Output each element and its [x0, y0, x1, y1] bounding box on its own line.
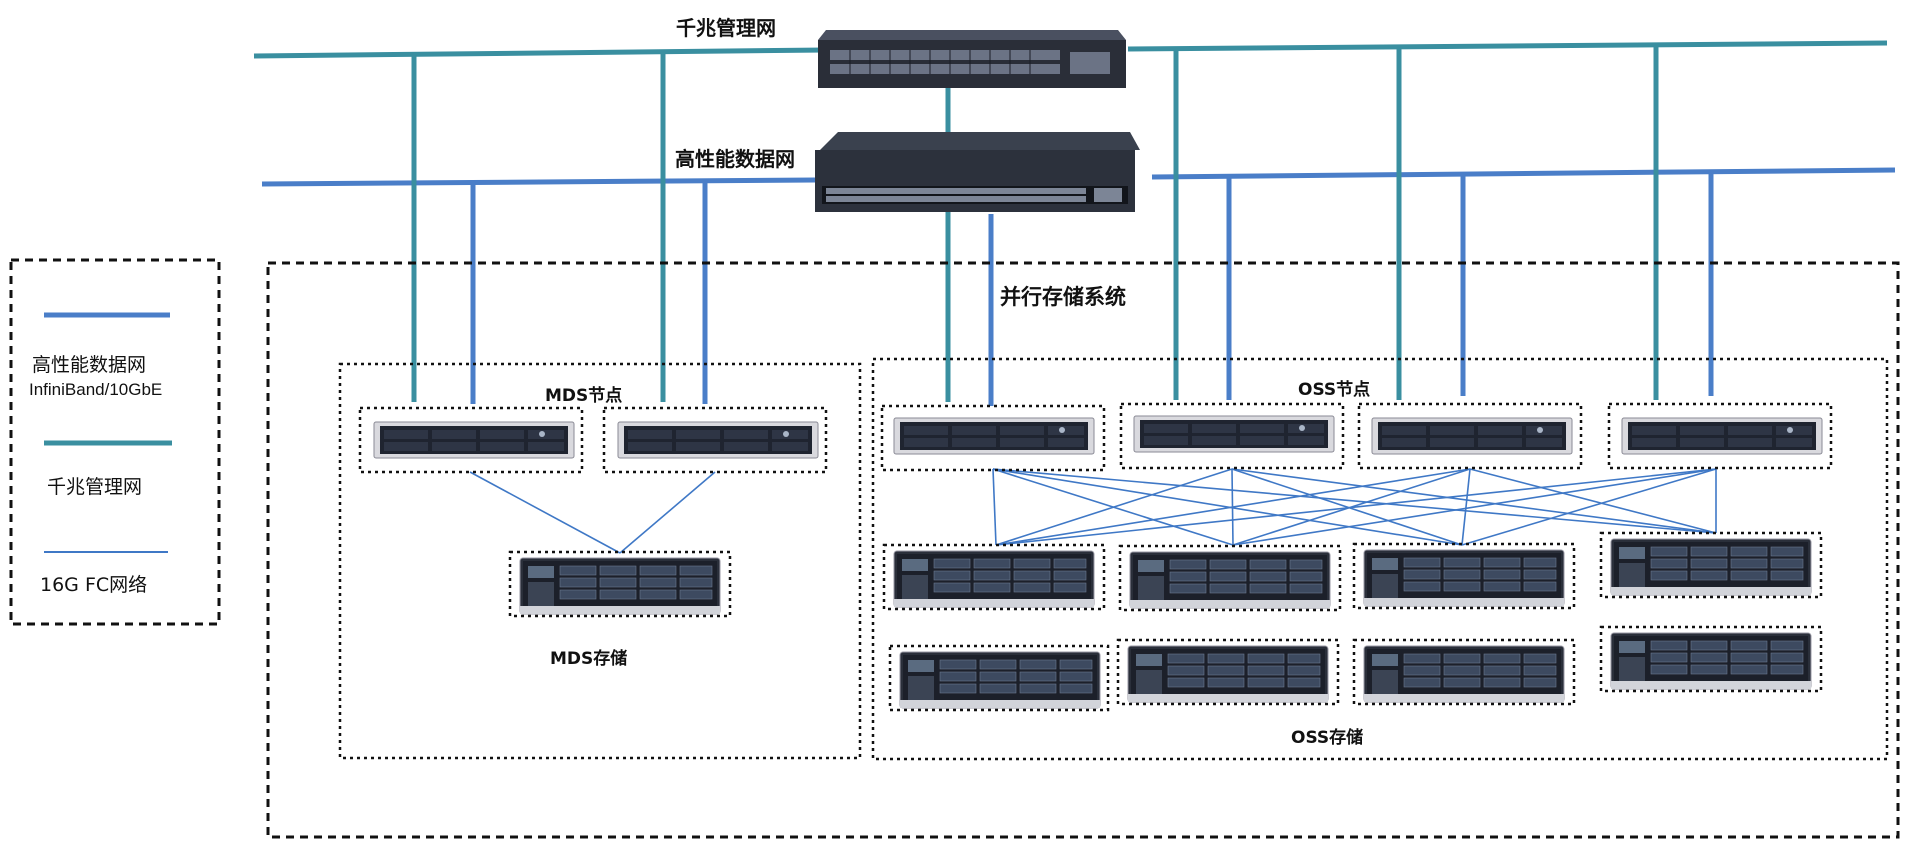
disk-array-icon — [1129, 551, 1331, 609]
server-icon — [1621, 417, 1823, 455]
legend-samples — [44, 312, 172, 553]
legend-frame — [9, 258, 221, 626]
legend-mgmt-net-label: 千兆管理网 — [47, 476, 143, 498]
legend-data-net-sublabel: InfiniBand/10GbE — [29, 380, 163, 399]
oss-storage-array — [1352, 542, 1576, 610]
oss-storage-label: OSS存储 — [1291, 728, 1364, 748]
oss-storage-array — [1118, 544, 1342, 612]
system-title: 并行存储系统 — [1000, 285, 1126, 309]
oss-nodes-label: OSS节点 — [1298, 380, 1371, 400]
mgmt-switch-icon — [818, 30, 1126, 88]
data-network-label: 高性能数据网 — [675, 147, 795, 171]
mds-group-frame — [338, 362, 862, 760]
mds-storage-label: MDS存储 — [550, 649, 628, 669]
mgmt-drop-lines — [411, 45, 1659, 402]
mds-storage-array — [508, 550, 732, 618]
legend-data-net-label: 高性能数据网 — [32, 354, 147, 376]
disk-array-icon — [1610, 632, 1812, 690]
oss-storage-array — [882, 543, 1106, 611]
server-icon — [617, 421, 819, 459]
server-icon — [1133, 415, 1335, 453]
legend-fc-net-label: 16G FC网络 — [40, 574, 148, 596]
mds-nodes-label: MDS节点 — [545, 386, 623, 406]
oss-storage-array — [1599, 531, 1823, 599]
data-network-bus — [261, 167, 1896, 187]
data-switch-icon — [815, 132, 1140, 212]
mds-node-2 — [602, 406, 828, 474]
disk-array-icon — [519, 557, 721, 615]
oss-node-2 — [1119, 402, 1345, 470]
disk-array-icon — [1363, 549, 1565, 607]
oss-storage-array — [1352, 638, 1576, 706]
fc-links-mds — [469, 471, 716, 554]
mgmt-network-bus — [253, 40, 1888, 59]
oss-node-1 — [880, 404, 1106, 472]
parallel-storage-system-frame — [266, 261, 1900, 839]
server-icon — [893, 417, 1095, 455]
mgmt-network-label: 千兆管理网 — [676, 16, 776, 40]
oss-node-3 — [1357, 402, 1583, 470]
mds-node-1 — [358, 406, 584, 474]
disk-array-icon — [1610, 538, 1812, 596]
disk-array-icon — [1127, 645, 1329, 703]
disk-array-icon — [899, 651, 1101, 709]
oss-storage-array — [1116, 638, 1340, 706]
oss-storage-array — [1599, 625, 1823, 693]
oss-group-frame — [871, 357, 1889, 761]
disk-array-icon — [1363, 645, 1565, 703]
fc-links-oss — [992, 468, 1717, 546]
disk-array-icon — [893, 550, 1095, 608]
server-icon — [1371, 417, 1573, 455]
oss-storage-array — [888, 644, 1110, 712]
server-icon — [373, 421, 575, 459]
oss-node-4 — [1607, 402, 1833, 470]
